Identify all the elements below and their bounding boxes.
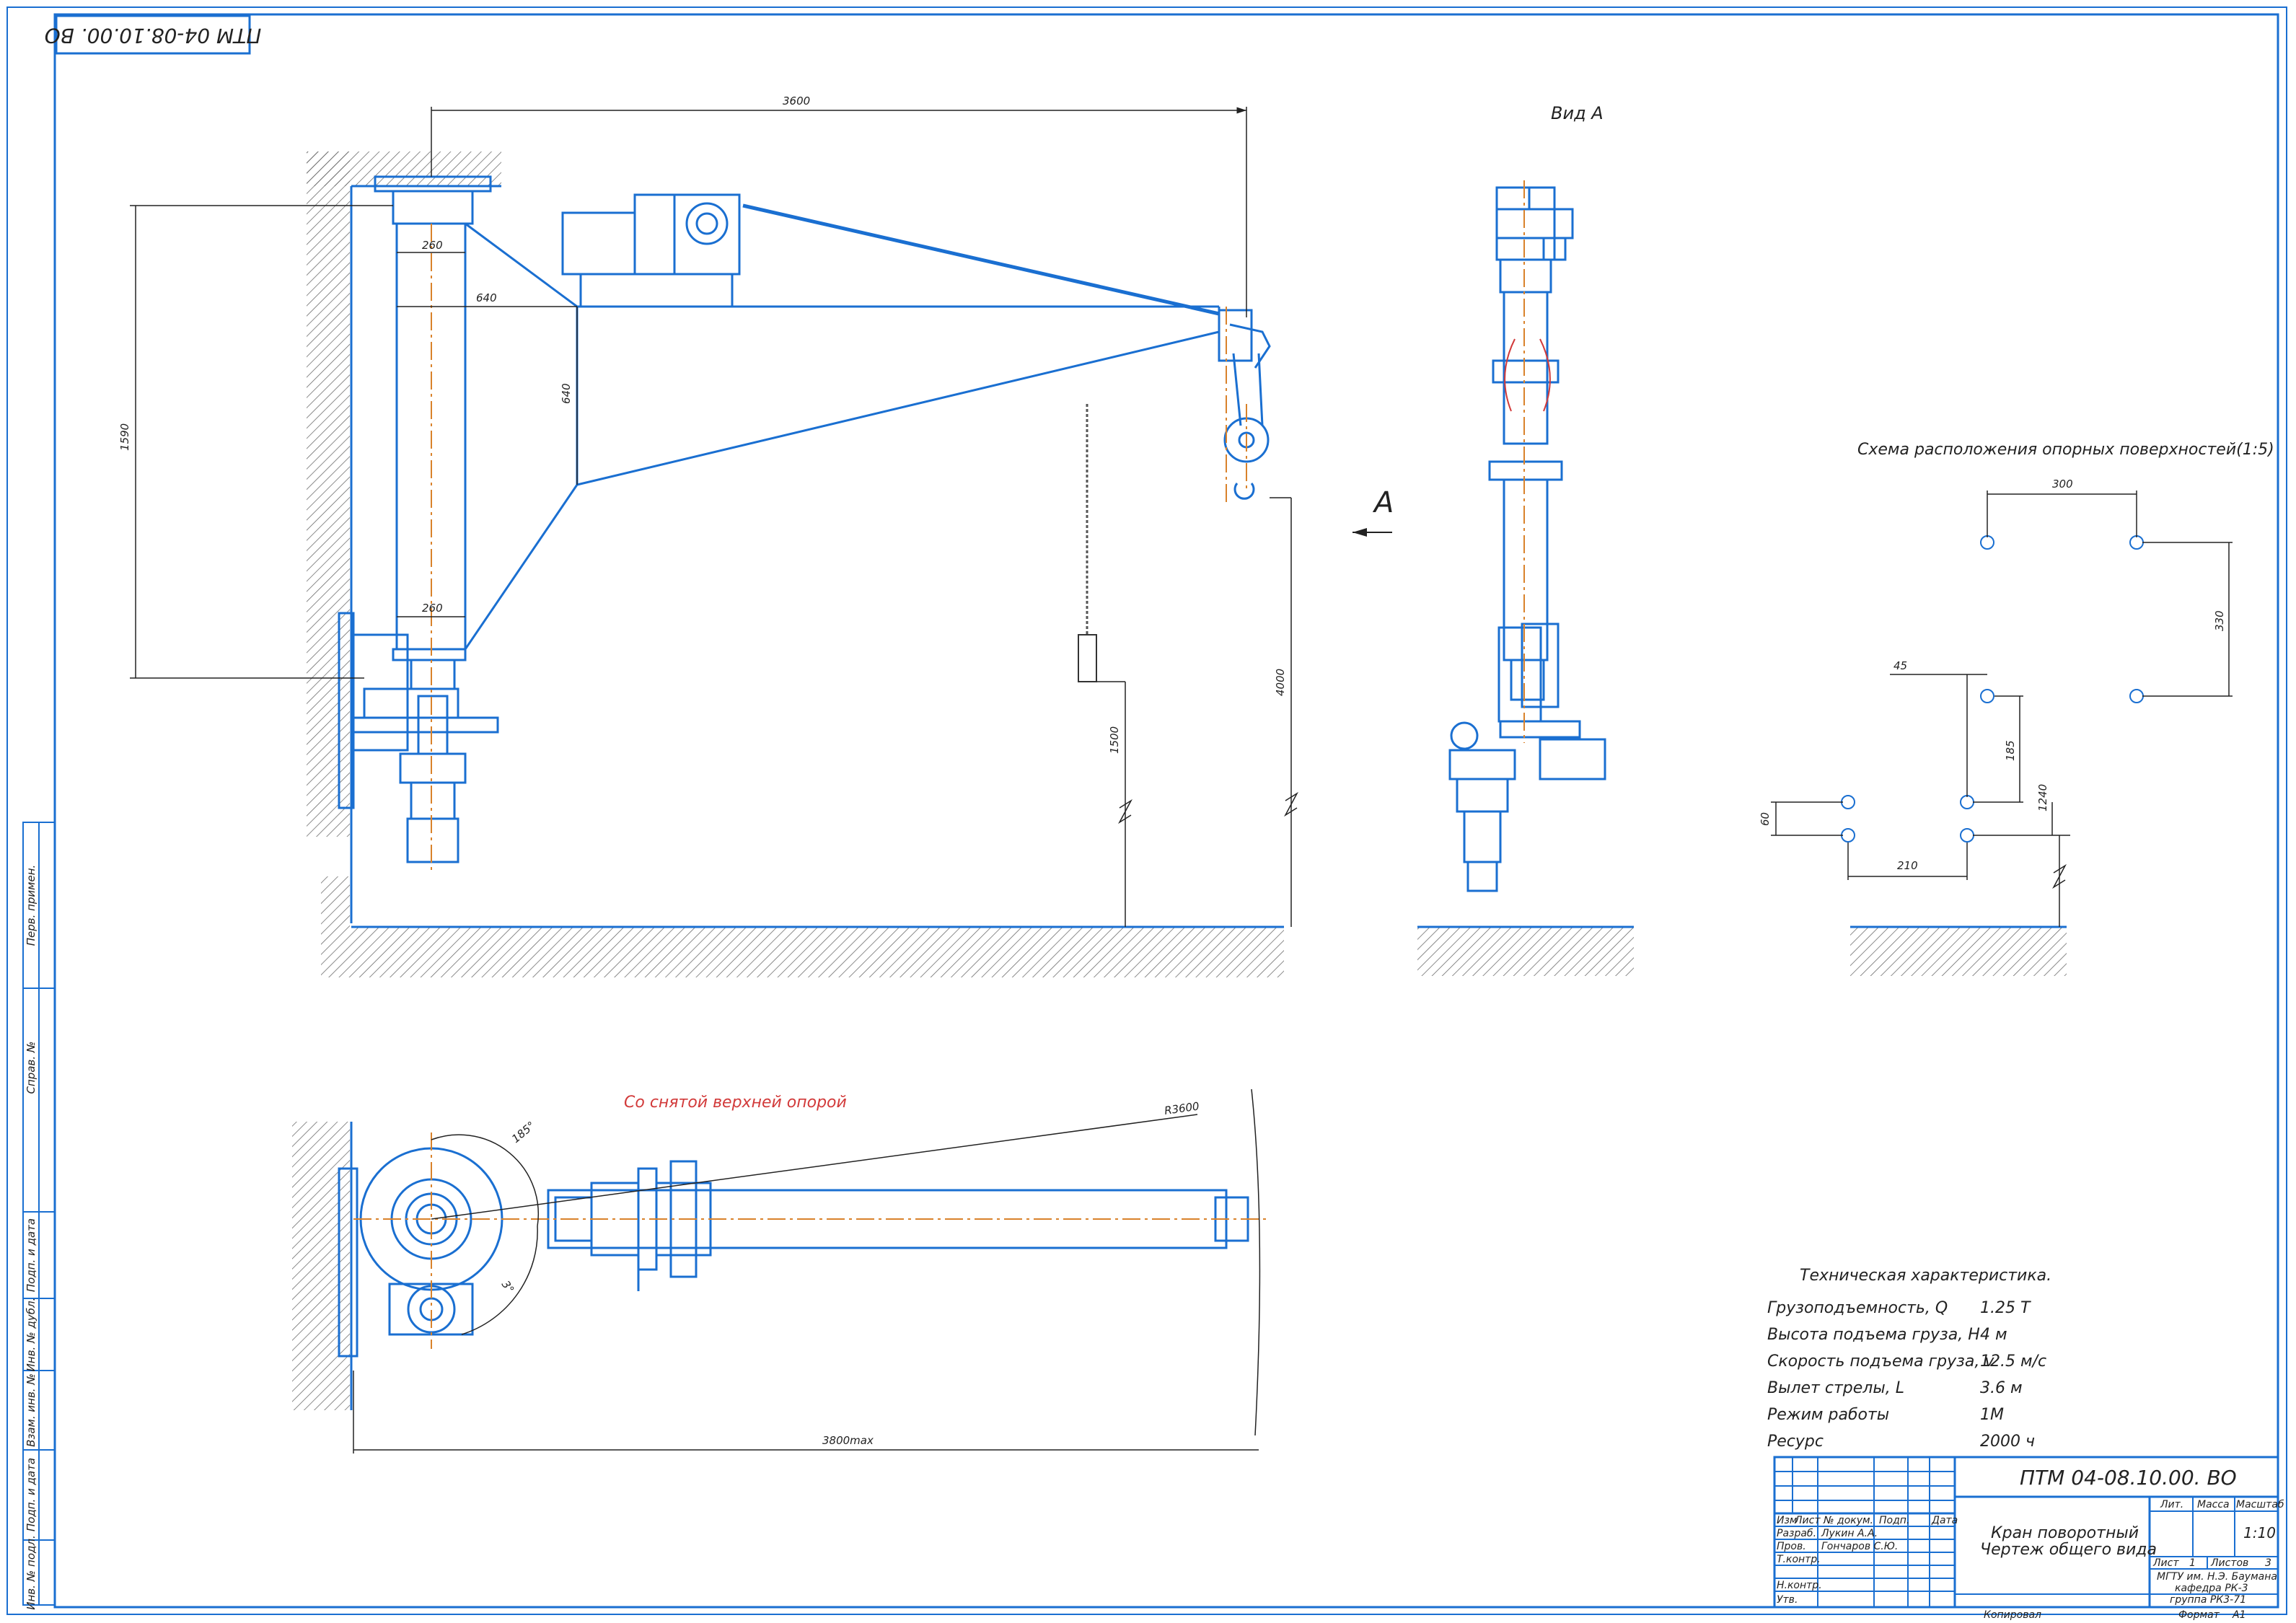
support-dim-60: 60 [1759, 812, 1772, 826]
tb-format: Формат [2178, 1609, 2220, 1621]
strip-inv-podl: Инв. № подл. [25, 1535, 38, 1609]
tech-value-1: 4 м [1980, 1326, 2007, 1344]
plan-view: Со снятой верхней опорой [292, 1088, 1270, 1453]
dim-260-bottom: 260 [422, 602, 443, 615]
dim-1590: 1590 [118, 423, 131, 451]
strip-perv: Перв. примен. [25, 865, 38, 946]
title-block-name-2: Чертеж общего вида [1980, 1541, 2157, 1559]
title-block-name-1: Кран поворотный [1991, 1524, 2139, 1542]
dim-1500: 1500 [1108, 726, 1121, 754]
tb-format-val: А1 [2232, 1609, 2246, 1621]
tb-head-doc: № докум. [1823, 1515, 1873, 1526]
dim-640-vertical: 640 [560, 383, 573, 404]
support-dimension-lines [1771, 491, 2233, 927]
support-dim-45: 45 [1893, 659, 1907, 672]
rotated-sheet-code: ПТМ 04-08.10.00. ВО [45, 24, 262, 48]
inner-frame [53, 13, 2279, 1609]
dim-260-top: 260 [422, 239, 443, 252]
support-scheme: Схема расположения опорных поверхностей(… [1759, 441, 2274, 976]
support-dim-210: 210 [1897, 859, 1918, 872]
title-block: ПТМ 04-08.10.00. ВО Кран поворотный Черт… [1773, 1456, 2284, 1621]
strip-vzam: Взам. инв. № [25, 1373, 38, 1447]
tb-prov: Пров. [1777, 1541, 1806, 1552]
left-strip [22, 822, 56, 1606]
support-dim-330: 330 [2213, 610, 2226, 631]
tech-value-2: 12.5 м/с [1980, 1352, 2046, 1371]
crane-column [338, 175, 1271, 863]
dim-640-horizontal: 640 [476, 291, 497, 304]
tb-list-no: 1 [2189, 1557, 2196, 1569]
strip-inv-dubl: Инв. № дубл. [25, 1298, 38, 1372]
tb-massa: Масса [2197, 1499, 2230, 1510]
tech-title: Техническая характеристика. [1800, 1267, 2051, 1285]
tb-listov-no: 3 [2265, 1557, 2271, 1569]
title-block-code: ПТМ 04-08.10.00. ВО [2020, 1466, 2237, 1490]
tb-scale: 1:10 [2243, 1524, 2276, 1541]
tech-label-5: Ресурс [1767, 1433, 1824, 1451]
tb-razrab: Разраб. [1777, 1528, 1816, 1539]
plan-dimension-lines [353, 1088, 1261, 1453]
tb-lit: Лит. [2160, 1499, 2183, 1510]
tb-listov: Листов [2210, 1557, 2248, 1569]
tech-label-3: Вылет стрелы, L [1767, 1379, 1904, 1397]
tech-value-0: 1.25 Т [1980, 1299, 2031, 1317]
tb-org-1: МГТУ им. Н.Э. Баумана [2157, 1571, 2277, 1583]
dim-4000: 4000 [1274, 669, 1287, 696]
dim-3800max: 3800max [822, 1434, 874, 1447]
tb-head-izm: Изм [1777, 1515, 1798, 1526]
tb-head-list: Лист [1794, 1515, 1821, 1526]
support-holes [1841, 535, 2144, 843]
side-view: 3600 260 640 640 1590 260 1500 4000 А [118, 94, 1394, 977]
support-dim-185: 185 [2004, 740, 2017, 761]
tb-nkontr: Н.контр. [1777, 1580, 1822, 1591]
tb-kopiroval: Копировал [1984, 1609, 2041, 1621]
support-dim-1240: 1240 [2036, 784, 2049, 812]
outer-border [6, 6, 2287, 1615]
wall-hatch [307, 151, 350, 837]
angle-3: 3° [499, 1278, 517, 1296]
tb-utv: Утв. [1777, 1594, 1798, 1606]
tb-list: Лист [2152, 1557, 2179, 1569]
tech-value-5: 2000 ч [1980, 1433, 2035, 1451]
tech-value-3: 3.6 м [1980, 1379, 2023, 1397]
strip-podp-data-1: Подп. и дата [25, 1218, 38, 1292]
tb-head-data: Дата [1931, 1515, 1958, 1526]
tb-masshtab: Масштаб [2236, 1499, 2284, 1510]
strip-sprav: Справ. № [25, 1042, 38, 1094]
tb-org-2: кафедра РК-3 [2175, 1583, 2248, 1594]
tech-label-4: Режим работы [1767, 1406, 1889, 1424]
dim-3600: 3600 [783, 94, 810, 107]
tb-org-3: группа РК3-71 [2170, 1594, 2246, 1606]
center-lines [431, 224, 1247, 873]
view-a: Вид А [1417, 103, 1634, 976]
tech-label-0: Грузоподъемность, Q [1767, 1299, 1948, 1317]
angle-185: 185° [509, 1119, 537, 1145]
rotated-code-box: ПТМ 04-08.10.00. ВО [45, 14, 262, 55]
tb-tkontr: Т.контр. [1777, 1554, 1821, 1565]
tb-head-podp: Подп. [1879, 1515, 1909, 1526]
tb-razrab-name: Лукин А.А. [1821, 1528, 1878, 1539]
support-dim-300: 300 [2052, 478, 2073, 491]
tech-label-1: Высота подъема груза, Н [1767, 1326, 1980, 1344]
floor-hatch [321, 927, 1284, 977]
tech-characteristics: Техническая характеристика. Грузоподъемн… [1767, 1267, 2051, 1451]
support-scheme-title: Схема расположения опорных поверхностей(… [1857, 441, 2274, 459]
side-dimension-lines [130, 107, 1298, 927]
view-arrow-letter: А [1372, 486, 1394, 519]
tech-label-2: Скорость подъема груза, v [1767, 1352, 1994, 1371]
tech-value-4: 1М [1980, 1406, 2004, 1424]
view-a-label: Вид А [1551, 103, 1604, 123]
tb-prov-name: Гончаров С.Ю. [1821, 1541, 1898, 1552]
strip-podp-data-2: Подп. и дата [25, 1458, 38, 1531]
view-a-red-marks [1504, 338, 1551, 412]
section-note: Со снятой верхней опорой [624, 1094, 847, 1112]
